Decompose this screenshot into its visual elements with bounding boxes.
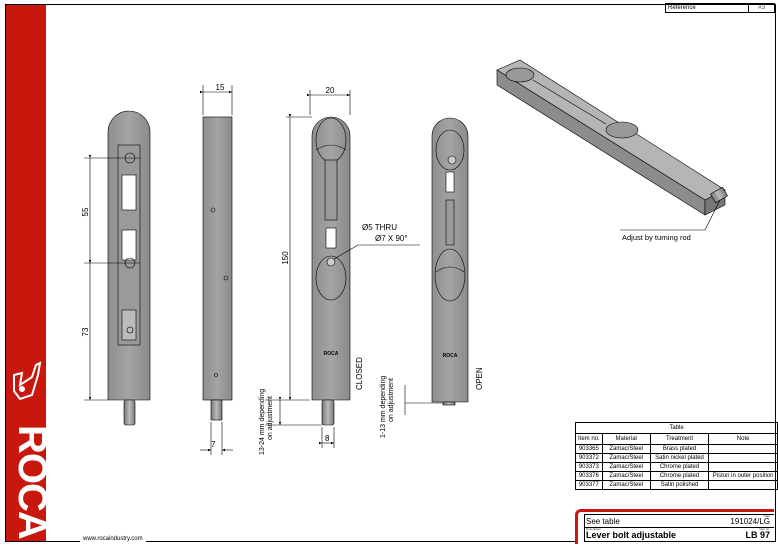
dim-7: 7 xyxy=(211,440,216,449)
sheet-size: A3 xyxy=(757,5,766,11)
cell xyxy=(708,453,778,463)
description-label: Description xyxy=(586,527,602,531)
item-label: Item no. xyxy=(759,527,770,531)
cell: Chrome plated xyxy=(649,471,710,481)
part-logo-open: ROCA xyxy=(443,353,458,359)
cell: Zamac/Steel xyxy=(601,444,651,454)
cell: Brass plated xyxy=(649,444,710,454)
cell: Zamac/Steel xyxy=(601,480,651,490)
adj-open-line1: 1-13 mm depending xyxy=(380,376,387,438)
date-value: 191024/LG xyxy=(730,517,770,526)
closed-label: CLOSED xyxy=(355,357,364,390)
cell: 903376 xyxy=(575,471,603,481)
cell: Zamac/Steel xyxy=(601,462,651,472)
cell: 903373 xyxy=(575,462,603,472)
dim-73: 73 xyxy=(81,327,90,336)
drawing-sheet xyxy=(5,4,776,542)
cell xyxy=(708,462,778,472)
material-value: See table xyxy=(586,517,620,526)
date-label: Date xyxy=(763,514,770,518)
reference-box: Reference A3 xyxy=(665,3,775,13)
cell: Satin polished xyxy=(649,480,710,490)
col-material: Material xyxy=(601,433,651,445)
cell xyxy=(708,444,778,454)
adj-closed-line1: 13-24 mm depending xyxy=(259,389,266,455)
cell: 903372 xyxy=(575,453,603,463)
dim-55: 55 xyxy=(81,207,90,216)
roca-logo-icon xyxy=(13,361,42,401)
website-link[interactable]: www.rocaindustry.com xyxy=(80,536,146,542)
col-item-no: Item no. xyxy=(575,433,603,445)
cell: Zamac/Steel xyxy=(601,453,651,463)
table-title: Table xyxy=(575,422,778,434)
part-logo-closed: ROCA xyxy=(324,351,339,357)
item-no: LB 97 xyxy=(745,530,770,540)
cell: Piston in outer position xyxy=(708,471,778,481)
col-note: Note xyxy=(708,433,778,445)
front-view-cutaway xyxy=(84,110,151,426)
dim-150: 150 xyxy=(281,251,290,265)
isometric-view xyxy=(496,59,728,231)
brand-name: ROCA xyxy=(10,425,54,539)
cell xyxy=(708,480,778,490)
description: Lever bolt adjustable xyxy=(586,530,677,540)
hole-note-thru: Ø5 THRU xyxy=(362,223,397,232)
closed-view xyxy=(265,90,420,448)
adj-open-line2: on adjustment xyxy=(388,378,395,422)
open-view xyxy=(404,117,469,415)
open-label: OPEN xyxy=(475,367,484,390)
side-view xyxy=(200,85,233,455)
hole-note-countersink: Ø7 X 90° xyxy=(375,234,408,243)
adj-closed-line2: on adjustment xyxy=(267,396,274,440)
item-table: Table Item no. Material Treatment Note 9… xyxy=(575,422,778,490)
brand-band: ROCA xyxy=(6,5,54,541)
cell: Zamac/Steel xyxy=(601,471,651,481)
title-block: Date See table 191024/LG Description Item… xyxy=(575,509,774,544)
cell: 903377 xyxy=(575,480,603,490)
dim-20: 20 xyxy=(326,86,335,95)
reference-label: Reference xyxy=(666,4,749,12)
iso-callout: Adjust by turning rod xyxy=(622,233,691,242)
cell: Satin nickel plated xyxy=(649,453,710,463)
dim-8: 8 xyxy=(325,434,330,443)
dim-15: 15 xyxy=(216,83,225,92)
cell: 903365 xyxy=(575,444,603,454)
cell: Chrome plated xyxy=(649,462,710,472)
col-treatment: Treatment xyxy=(649,433,710,445)
